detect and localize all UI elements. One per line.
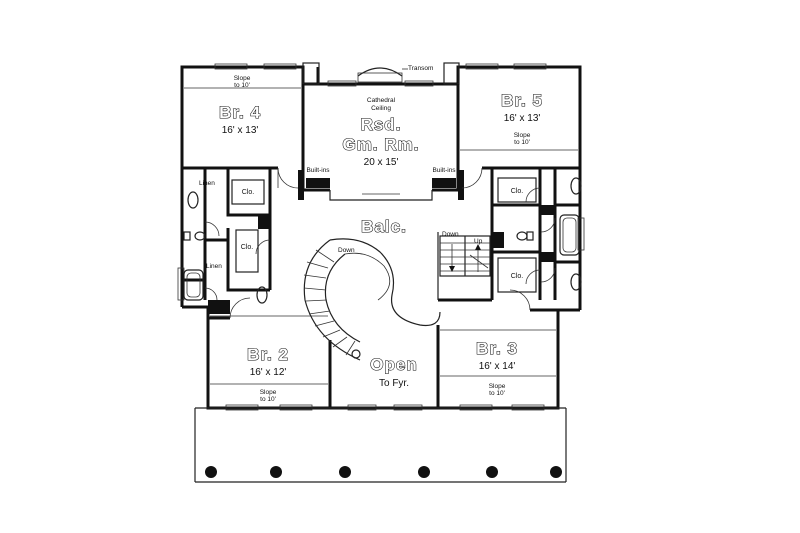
br5-dim: 16' x 13' [504,113,541,124]
porch-column [550,466,562,478]
down-stair: Down [442,231,459,238]
br4-slope: Slope [234,75,251,82]
builtins-left: Built-ins [306,167,330,174]
gameroom-note1: Cathedral [367,97,396,104]
porch-column [205,466,217,478]
br5-name: Br. 5 [501,91,543,110]
br2-name: Br. 2 [247,345,289,364]
br2-dim: 16' x 12' [250,367,287,378]
down-spiral: Down [338,247,355,254]
br3-slope: Slope [489,383,506,390]
builtins-right: Built-ins [432,167,456,174]
br3-slope2: to 10' [489,390,505,397]
porch-column [486,466,498,478]
br4-dim: 16' x 13' [222,125,259,136]
clo-left-mid: Clo. [241,244,254,251]
balc-name: Balc. [361,217,407,236]
porch-column [339,466,351,478]
gameroom-name2: Gm. Rm. [343,135,420,154]
br4-slope2: to 10' [234,82,250,89]
open-name: Open [370,355,417,374]
transom [357,67,408,83]
br3-dim: 16' x 14' [479,361,516,372]
up-stair: Up [474,238,483,245]
door-swings [204,167,556,319]
br2-slope2: to 10' [260,396,276,403]
porch [194,407,567,483]
br5-slope2: to 10' [514,139,530,146]
gameroom-name1: Rsd. [361,115,402,134]
spiral-staircase [303,238,441,361]
porch-column [270,466,282,478]
linen-top: Linen [199,180,215,187]
gameroom-dim: 20 x 15' [364,157,399,168]
slope-lines [184,87,578,385]
br4-name: Br. 4 [219,103,261,122]
gameroom-note2: Ceiling [371,105,391,112]
wall-blocks [208,170,556,314]
br2-slope: Slope [260,389,277,396]
balcony-rail [329,190,433,201]
open-sub: To Fyr. [379,378,409,389]
clo-right-top: Clo. [511,188,524,195]
clo-right-bot: Clo. [511,273,524,280]
bath-fixtures [183,177,582,304]
linen-bot: Linen [206,263,222,270]
br3-name: Br. 3 [476,339,518,358]
br5-slope: Slope [514,132,531,139]
transom-label: Transom [408,65,433,72]
porch-column [418,466,430,478]
straight-staircase [439,235,491,277]
clo-left-top: Clo. [242,189,255,196]
